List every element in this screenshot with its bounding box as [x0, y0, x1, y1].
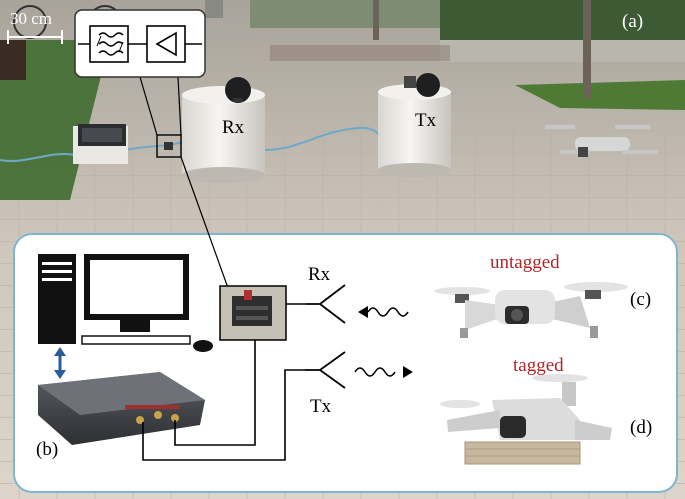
- pc-tower-icon: [38, 254, 76, 344]
- amplifier-icon: [146, 25, 186, 63]
- analyzer-photo: [73, 124, 128, 164]
- schematic-rx-label: Rx: [308, 264, 331, 285]
- zoom-marker: [156, 134, 182, 158]
- panel-label-b: (b): [36, 439, 58, 460]
- rx-cylinder: [182, 77, 265, 183]
- transmitted-wave-arrow: [354, 366, 413, 378]
- schematic-panel: [13, 156, 678, 493]
- tx-cylinder: [378, 73, 451, 177]
- scale-label: 30 cm: [10, 9, 52, 28]
- wiring: [142, 303, 306, 461]
- panel-label-d: (d): [630, 417, 652, 438]
- amplifier-hardware-photo: [219, 285, 287, 341]
- panel-label-c: (c): [630, 289, 651, 310]
- untagged-label: untagged: [490, 252, 560, 273]
- photo-rx-label: Rx: [222, 117, 245, 138]
- vna-device: [38, 372, 205, 445]
- tx-antenna-icon: [305, 351, 346, 389]
- filter-amplifier-inset: [74, 9, 206, 136]
- drone-photo: [545, 125, 658, 157]
- rx-antenna-icon: [306, 284, 346, 324]
- panel-label-a: (a): [622, 11, 643, 32]
- monitor-icon: [81, 254, 213, 352]
- photo-tx-label: Tx: [415, 110, 437, 131]
- untagged-drone: [434, 282, 628, 338]
- usb-link-arrow: [54, 347, 66, 379]
- tagged-drone: [440, 374, 612, 465]
- tagged-label: tagged: [513, 355, 564, 376]
- bandpass-filter-icon: [89, 25, 129, 63]
- received-wave-arrow: [358, 306, 409, 318]
- scale-bar: [7, 30, 63, 44]
- schematic-tx-label: Tx: [310, 396, 332, 417]
